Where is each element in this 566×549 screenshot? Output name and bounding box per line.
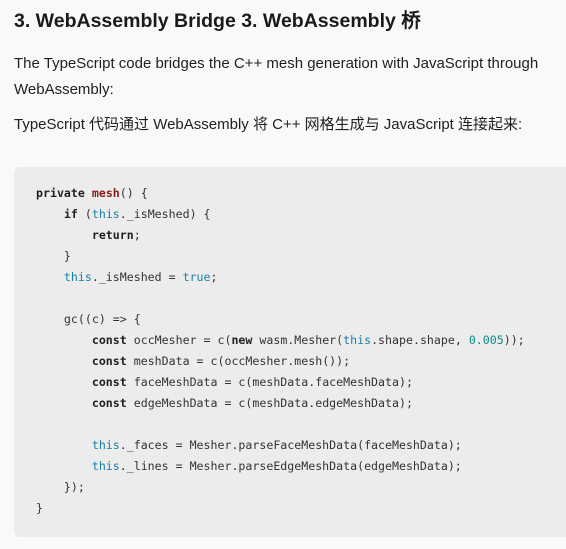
code-line: const meshData = c(occMesher.mesh());	[36, 351, 566, 372]
code-token	[36, 270, 64, 284]
code-token: this	[91, 459, 120, 473]
code-token: new	[231, 333, 253, 347]
code-token: const	[91, 333, 127, 347]
code-token	[85, 186, 92, 200]
code-content[interactable]: private mesh() { if (this._isMeshed) { r…	[36, 183, 566, 519]
code-token: wasm.Mesher(	[252, 333, 344, 347]
code-token: .shape.shape,	[371, 333, 469, 347]
code-line: this._faces = Mesher.parseFaceMeshData(f…	[36, 435, 566, 456]
code-token: mesh	[91, 186, 120, 200]
code-token: if	[63, 207, 78, 221]
code-block[interactable]: private mesh() { if (this._isMeshed) { r…	[14, 167, 566, 537]
section-heading: 3. WebAssembly Bridge 3. WebAssembly 桥	[14, 10, 421, 32]
code-token: return	[91, 228, 134, 242]
code-line: const edgeMeshData = c(meshData.edgeMesh…	[36, 393, 566, 414]
code-token	[36, 396, 92, 410]
code-token: this	[343, 333, 372, 347]
chinese-paragraph: TypeScript 代码通过 WebAssembly 将 C++ 网格生成与 …	[14, 116, 523, 133]
code-token: true	[182, 270, 211, 284]
code-line: gc((c) => {	[36, 309, 566, 330]
code-token	[36, 375, 92, 389]
code-token: faceMeshData = c(meshData.faceMeshData);	[126, 375, 413, 389]
code-token	[36, 228, 92, 242]
code-line: if (this._isMeshed) {	[36, 204, 566, 225]
code-line	[36, 414, 566, 435]
code-token: ._isMeshed) {	[119, 207, 211, 221]
code-token: });	[36, 480, 85, 494]
code-token: meshData = c(occMesher.mesh());	[126, 354, 351, 368]
code-token: private	[36, 186, 85, 200]
code-token: occMesher = c(	[126, 333, 232, 347]
code-token: }	[36, 249, 71, 263]
code-token: }	[36, 501, 43, 515]
code-token: ._lines = Mesher.parseEdgeMeshData(edgeM…	[119, 459, 462, 473]
code-token: () {	[119, 186, 148, 200]
code-line: }	[36, 246, 566, 267]
code-token: ));	[503, 333, 525, 347]
english-paragraph: The TypeScript code bridges the C++ mesh…	[14, 55, 539, 98]
code-line	[36, 288, 566, 309]
code-token	[36, 333, 92, 347]
code-token: this	[91, 207, 120, 221]
code-token: this	[91, 438, 120, 452]
code-token: const	[91, 396, 127, 410]
code-token: edgeMeshData = c(meshData.edgeMeshData);	[126, 396, 413, 410]
code-token: ;	[133, 228, 141, 242]
code-token: gc((c) => {	[36, 312, 141, 326]
code-line: this._lines = Mesher.parseEdgeMeshData(e…	[36, 456, 566, 477]
code-token: ;	[210, 270, 218, 284]
code-line: }	[36, 498, 566, 519]
code-token: (	[77, 207, 92, 221]
code-token: ._faces = Mesher.parseFaceMeshData(faceM…	[119, 438, 462, 452]
code-token	[36, 354, 92, 368]
code-line: const faceMeshData = c(meshData.faceMesh…	[36, 372, 566, 393]
code-token: ._isMeshed =	[91, 270, 183, 284]
code-token: const	[91, 354, 127, 368]
code-token: this	[63, 270, 92, 284]
code-line: const occMesher = c(new wasm.Mesher(this…	[36, 330, 566, 351]
code-token	[36, 459, 92, 473]
code-token: 0.005	[468, 333, 504, 347]
code-line: private mesh() {	[36, 183, 566, 204]
code-line: this._isMeshed = true;	[36, 267, 566, 288]
code-token	[36, 438, 92, 452]
code-token	[36, 207, 64, 221]
code-line: });	[36, 477, 566, 498]
code-token: const	[91, 375, 127, 389]
code-line: return;	[36, 225, 566, 246]
